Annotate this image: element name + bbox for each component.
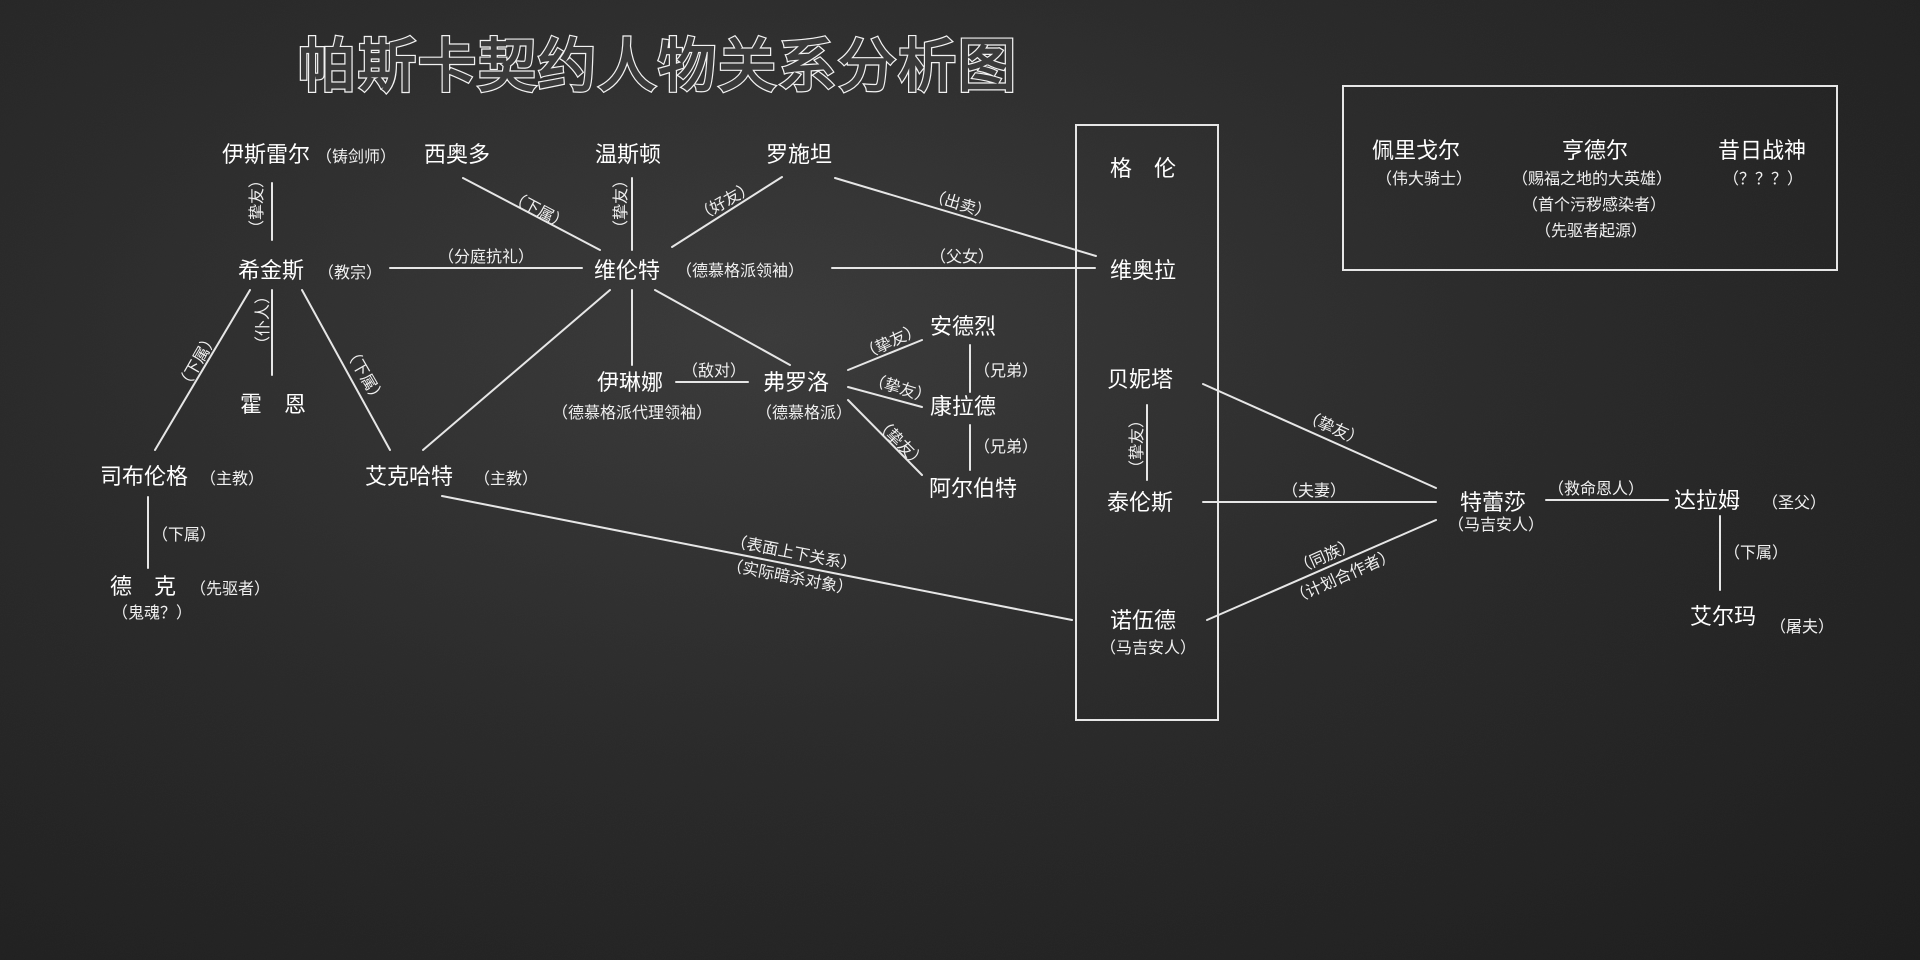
character-winston: 温斯顿 — [595, 143, 661, 168]
character-theodore: 西奥多 — [424, 143, 490, 168]
relation-irina-frollo: （敌对） — [682, 361, 746, 380]
relation-terence-theresa: （夫妻） — [1282, 481, 1346, 500]
character-hikins-note: （教宗） — [318, 263, 382, 282]
character-albert: 阿尔伯特 — [929, 477, 1017, 502]
character-deke-note2: （鬼魂？） — [112, 603, 192, 622]
character-conrad: 康拉德 — [930, 395, 996, 420]
character-norwood: 诺伍德 — [1110, 609, 1176, 634]
character-deke: 德 克 — [110, 575, 176, 600]
character-daram-note: （圣父） — [1762, 493, 1826, 512]
character-theresa-note: （马吉安人） — [1448, 515, 1544, 534]
character-irina: 伊琳娜 — [597, 371, 663, 396]
legend-wargod-note: （？？？） — [1723, 169, 1803, 188]
link-veronte-frollo — [654, 289, 791, 366]
character-frollo: 弗罗洛 — [763, 371, 829, 396]
character-terence: 泰伦斯 — [1107, 491, 1173, 516]
link-frollo-albert — [847, 399, 923, 476]
character-theresa: 特蕾莎 — [1460, 491, 1526, 516]
character-irina-note: （德慕格派代理领袖） — [552, 403, 712, 422]
link-theodore-veronte — [462, 177, 601, 251]
character-ekhart: 艾克哈特 — [365, 465, 453, 490]
character-roshitan: 罗施坦 — [766, 143, 832, 168]
relation-hikins-veronte: （分庭抗礼） — [438, 247, 534, 266]
character-norwood-note: （马吉安人） — [1100, 638, 1196, 657]
link-hikins-ekhart — [301, 289, 391, 451]
relation-veronte-viola: （父女） — [930, 247, 994, 266]
relation-benita-terence: （挚友） — [1127, 412, 1146, 476]
diagram-title: 帕斯卡契约人物关系分析图 — [298, 32, 1018, 100]
character-veronte: 维伦特 — [594, 259, 660, 284]
character-frollo-note: （德慕格派） — [756, 403, 852, 422]
character-sibronge-note: （主教） — [200, 469, 264, 488]
legend-wargod: 昔日战神 — [1718, 139, 1806, 164]
group-glen-label: 格 伦 — [1110, 157, 1176, 182]
character-benita: 贝妮塔 — [1107, 368, 1173, 393]
character-hoen: 霍 恩 — [240, 393, 306, 418]
character-ekhart-note: （主教） — [474, 469, 538, 488]
character-deke-note: （先驱者） — [190, 579, 270, 598]
character-daram: 达拉姆 — [1674, 489, 1740, 514]
link-ekhart-norwood — [441, 495, 1073, 621]
relation-conrad-albert: （兄弟） — [974, 437, 1038, 456]
relation-daram-elma: （下属） — [1724, 543, 1788, 562]
character-israel-note: （铸剑师） — [316, 147, 396, 166]
link-frollo-andre — [847, 339, 923, 371]
character-viola: 维奥拉 — [1110, 259, 1176, 284]
legend-box — [1342, 85, 1838, 271]
relation-sibronge-deke: （下属） — [152, 525, 216, 544]
link-norwood-theresa — [1206, 519, 1437, 621]
legend-peregor-note: （伟大骑士） — [1376, 169, 1472, 188]
relation-winston-veronte: （挚友） — [611, 172, 630, 236]
legend-peregor: 佩里戈尔 — [1372, 139, 1460, 164]
relation-hikins-hoen: （仆人） — [253, 288, 272, 352]
character-veronte-note: （德慕格派领袖） — [676, 261, 804, 280]
character-hikins: 希金斯 — [238, 259, 304, 284]
legend-hendel-note3: （先驱者起源） — [1535, 221, 1647, 240]
link-veronte-ekhart — [422, 289, 611, 451]
link-frollo-conrad — [847, 386, 923, 408]
relation-theresa-daram: （救命恩人） — [1548, 479, 1644, 498]
link-hikins-sibronge — [154, 289, 251, 451]
legend-hendel-note2: （首个污秽感染者） — [1522, 195, 1666, 214]
character-elma: 艾尔玛 — [1690, 605, 1756, 630]
glen-group-box — [1075, 124, 1219, 721]
character-israel: 伊斯雷尔 — [222, 143, 310, 168]
legend-hendel: 亨德尔 — [1562, 139, 1628, 164]
character-andre: 安德烈 — [930, 315, 996, 340]
character-elma-note: （屠夫） — [1770, 617, 1834, 636]
relation-andre-conrad: （兄弟） — [974, 361, 1038, 380]
relation-israel-hikins: （挚友） — [247, 172, 266, 236]
link-roshitan-veronte — [671, 176, 783, 248]
link-benita-theresa — [1202, 383, 1437, 489]
character-sibronge: 司布伦格 — [100, 465, 188, 490]
legend-hendel-note1: （赐福之地的大英雄） — [1512, 169, 1672, 188]
link-roshitan-viola — [834, 177, 1097, 257]
